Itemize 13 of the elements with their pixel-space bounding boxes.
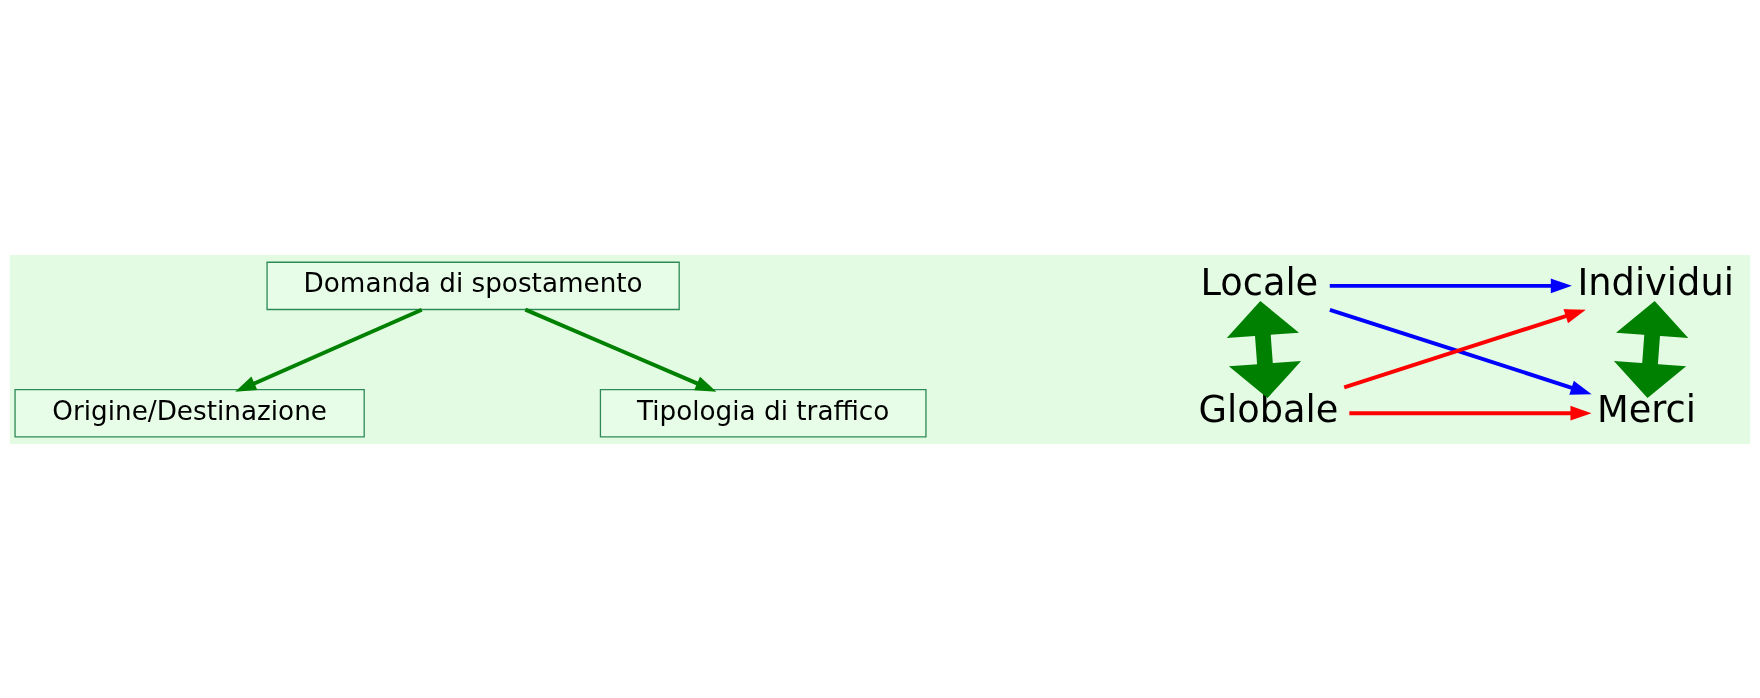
node-text: Globale [1198, 387, 1339, 431]
arrow [524, 307, 717, 392]
arrow [235, 307, 423, 392]
arrow [1349, 405, 1592, 421]
arrow [1613, 300, 1689, 398]
arrow [1329, 277, 1572, 293]
node-box: Tipologia di traffico [599, 388, 927, 437]
node-box: Origine/Destinazione [14, 388, 365, 437]
node-text: Merci [1596, 387, 1697, 431]
node-box: Domanda di spostamento [266, 261, 680, 310]
node-text: Locale [1200, 260, 1319, 304]
node-text: Individui [1577, 260, 1734, 304]
arrow [1226, 300, 1302, 398]
